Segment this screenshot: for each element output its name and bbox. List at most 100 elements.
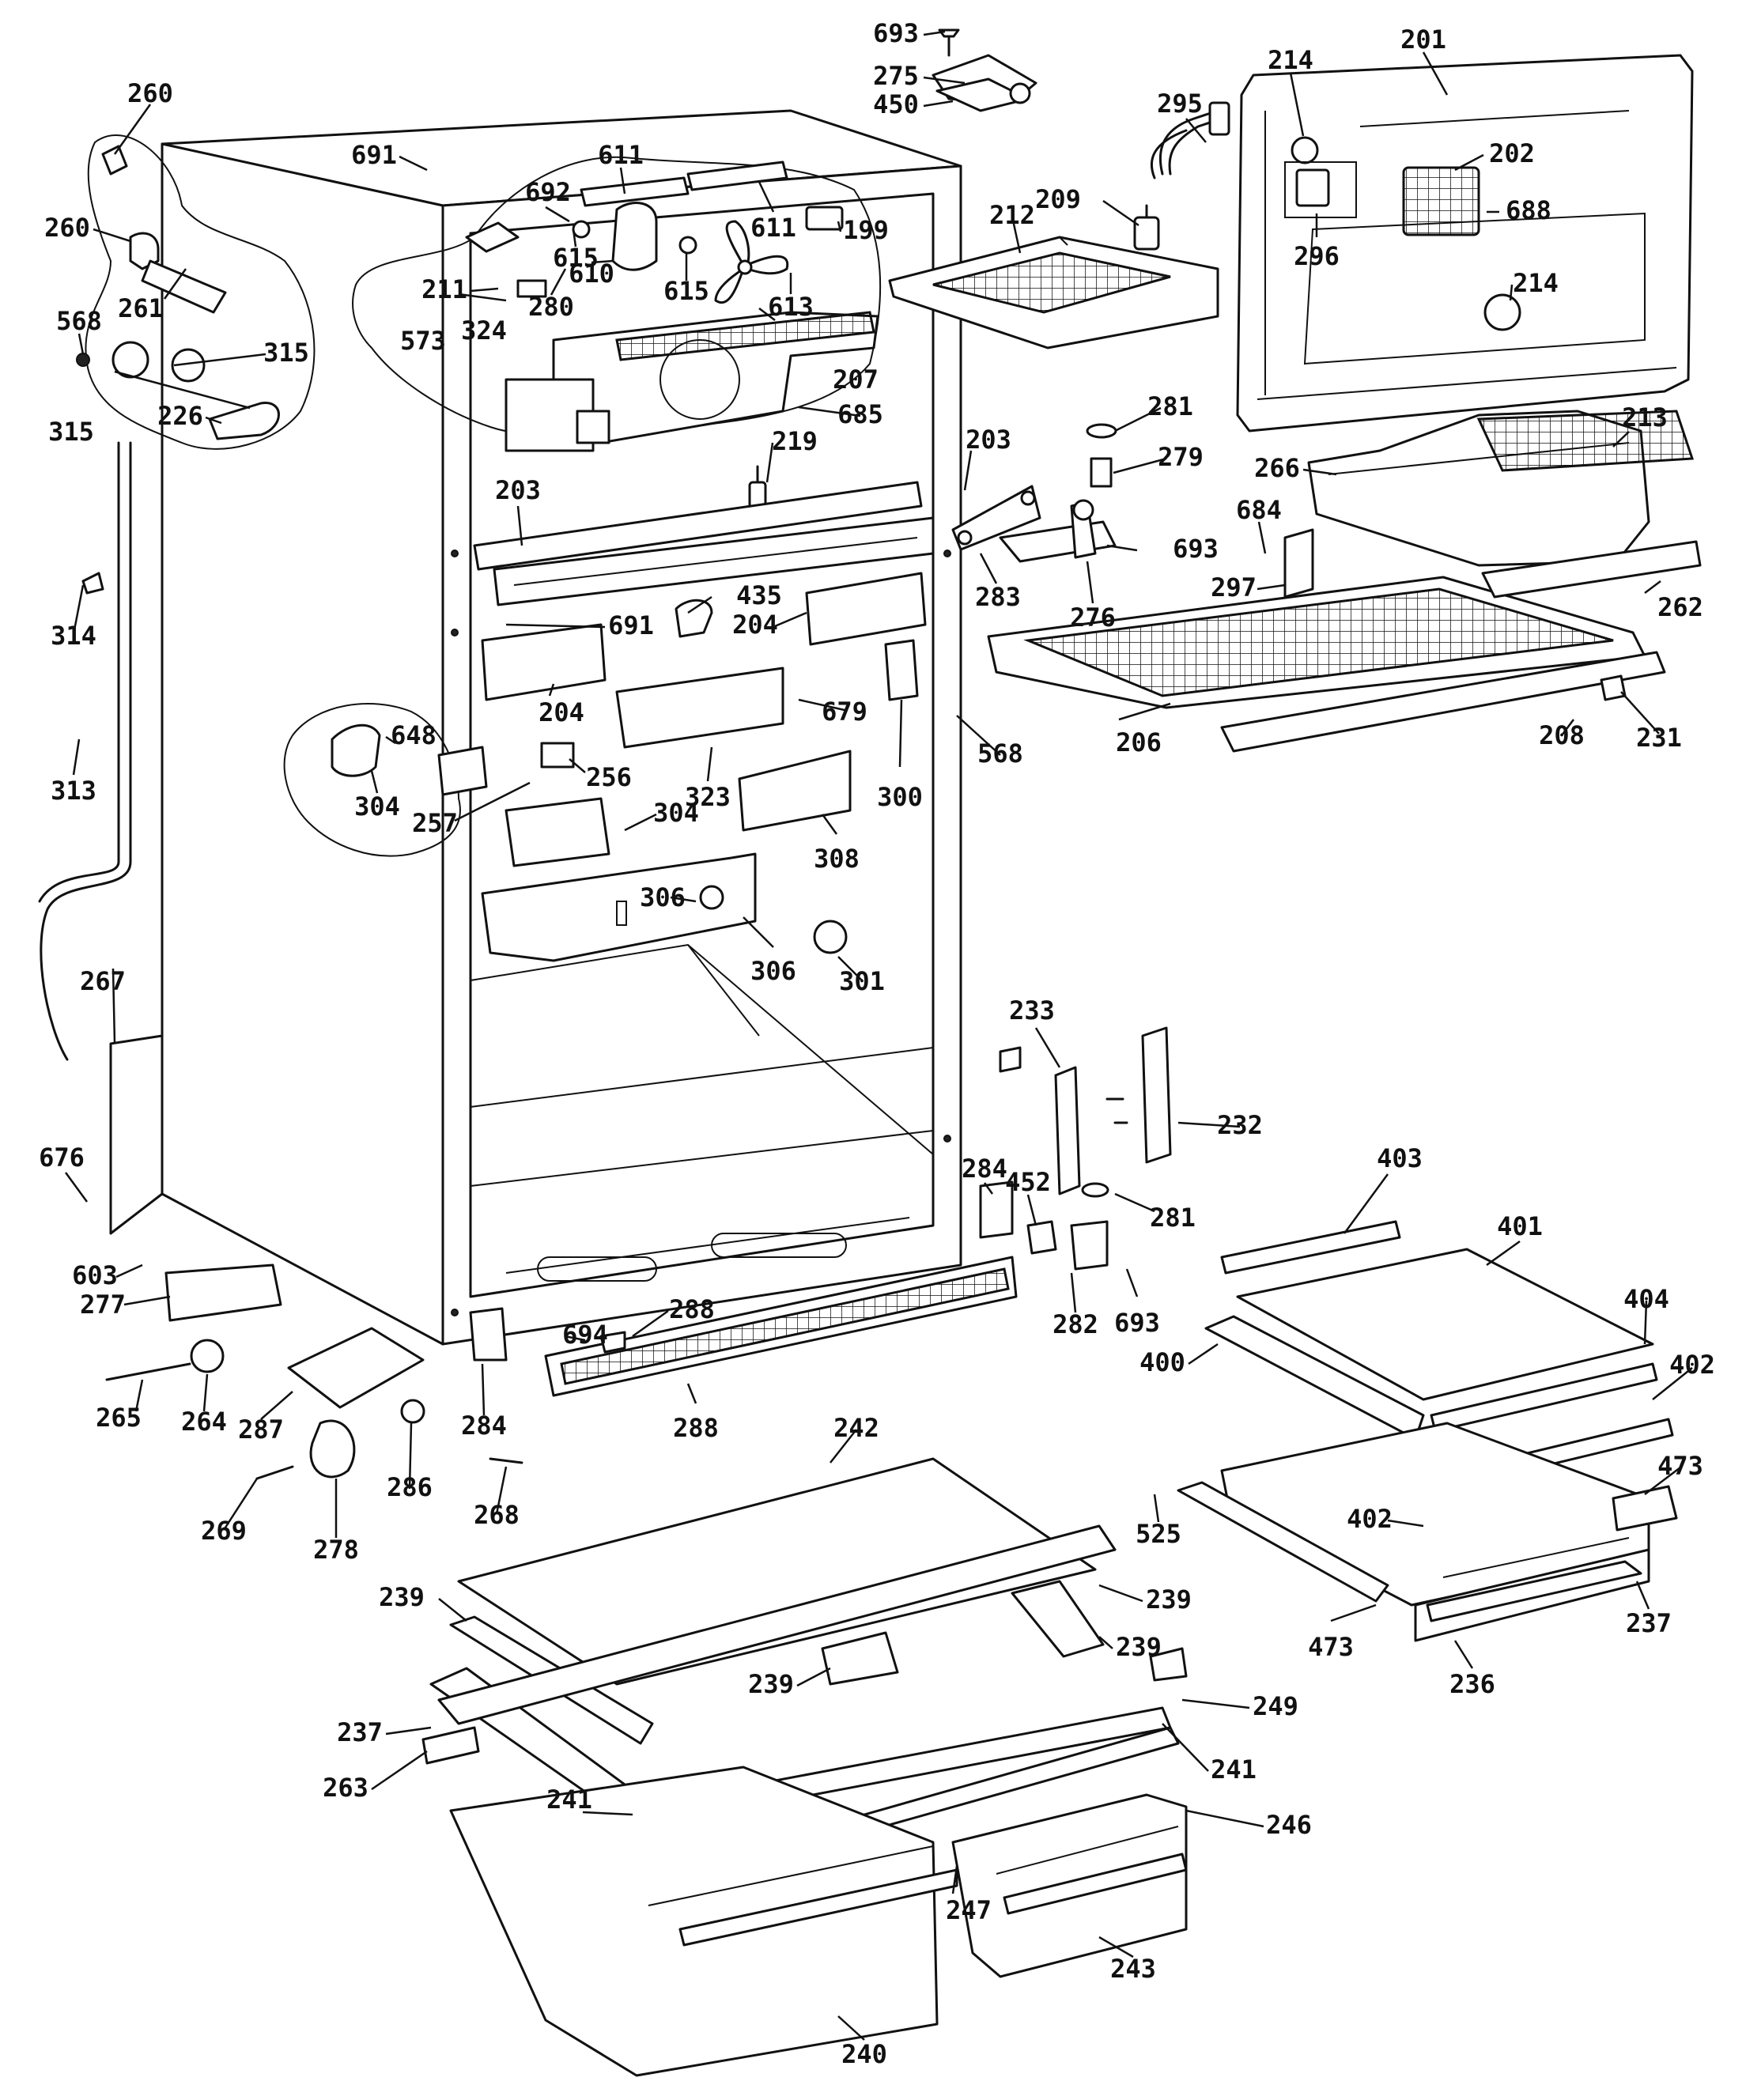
hinge-pin [1086,423,1117,488]
callout-247: 247 [946,1895,992,1925]
callout-265: 265 [96,1403,142,1433]
callout-239: 239 [1146,1584,1192,1615]
callout-267: 267 [80,966,126,996]
callout-615: 615 [663,276,709,306]
hinge-top [932,28,1037,112]
control-housing [481,572,927,832]
side-panel-267 [109,1034,164,1235]
callout-281: 281 [1150,1203,1196,1233]
air-duct [473,481,935,606]
callout-603: 603 [72,1260,118,1290]
callout-296: 296 [1294,241,1340,271]
callout-226: 226 [157,401,203,431]
callout-262: 262 [1657,592,1703,622]
hinge-center [951,485,1117,563]
callout-281: 281 [1147,391,1193,421]
crisper-drawer-left [449,1766,958,2077]
fan-shroud [505,311,879,452]
callout-450: 450 [873,89,919,119]
leveling-hardware [105,1180,1014,1480]
timer-and-switches [331,723,610,867]
callout-213: 213 [1622,402,1668,432]
shelf-supports [999,1026,1172,1271]
callout-236: 236 [1449,1669,1495,1699]
wire-harness [1133,101,1230,251]
callout-268: 268 [474,1500,520,1530]
ice-bucket [1307,410,1695,567]
callout-219: 219 [772,426,818,456]
callout-284: 284 [962,1154,1007,1184]
callout-266: 266 [1254,453,1300,483]
callout-648: 648 [391,720,436,750]
callout-315: 315 [48,417,94,447]
callout-202: 202 [1489,138,1535,168]
callout-402: 402 [1347,1504,1393,1534]
callout-241: 241 [546,1785,592,1815]
callout-568: 568 [56,306,102,336]
callout-402: 402 [1669,1350,1715,1380]
callout-212: 212 [989,200,1035,230]
callout-237: 237 [337,1717,383,1747]
callout-276: 276 [1070,602,1116,633]
callout-209: 209 [1035,184,1081,214]
callout-400: 400 [1139,1347,1185,1377]
callout-242: 242 [833,1413,879,1443]
callout-240: 240 [841,2039,887,2069]
callout-568: 568 [977,738,1023,769]
callout-685: 685 [837,399,883,429]
callout-691: 691 [608,610,654,640]
callout-201: 201 [1400,25,1446,55]
callout-282: 282 [1053,1309,1098,1339]
callout-300: 300 [877,782,923,812]
callout-279: 279 [1158,442,1204,472]
callout-241: 241 [1211,1754,1257,1785]
callout-280: 280 [528,292,574,322]
callout-308: 308 [814,844,860,874]
callout-277: 277 [80,1290,126,1320]
callout-452: 452 [1005,1167,1051,1197]
callout-239: 239 [748,1669,794,1699]
callout-615: 615 [553,243,599,273]
callout-275: 275 [873,61,919,91]
callout-676: 676 [39,1143,85,1173]
callout-404: 404 [1623,1284,1669,1314]
drain-tube [38,441,132,1061]
callout-283: 283 [975,582,1021,612]
callout-610: 610 [569,259,614,289]
callout-301: 301 [839,966,885,996]
callout-313: 313 [51,776,96,806]
callout-260: 260 [44,213,90,243]
callout-264: 264 [181,1407,227,1437]
callout-208: 208 [1539,720,1585,750]
callout-203: 203 [966,425,1011,455]
callout-256: 256 [586,762,632,792]
callout-239: 239 [379,1582,425,1612]
callout-labels: 693 275 450 201 214 295 202 209 296 688 … [39,18,1715,2069]
callout-679: 679 [822,697,867,727]
callout-233: 233 [1009,995,1055,1025]
callout-237: 237 [1626,1608,1672,1638]
callout-435: 435 [736,580,782,610]
callout-199: 199 [843,215,889,245]
callout-214: 214 [1513,268,1559,298]
callout-295: 295 [1157,89,1203,119]
callout-288: 288 [673,1413,719,1443]
callout-287: 287 [238,1414,284,1445]
callout-232: 232 [1217,1110,1263,1140]
callout-206: 206 [1116,727,1162,757]
cabinet-case [161,109,962,1346]
callout-284: 284 [461,1411,507,1441]
callout-693: 693 [1114,1308,1160,1338]
evaporator-cover [888,236,1219,349]
callout-288: 288 [669,1294,715,1324]
callout-257: 257 [412,808,458,838]
callout-324: 324 [461,315,507,346]
callout-688: 688 [1506,195,1551,225]
glass-shelf-lower [457,1457,1097,1686]
callout-211: 211 [421,274,467,304]
callout-263: 263 [323,1773,368,1803]
callout-260: 260 [127,78,173,108]
callout-278: 278 [313,1535,359,1565]
detail-cloud-control [283,703,461,857]
